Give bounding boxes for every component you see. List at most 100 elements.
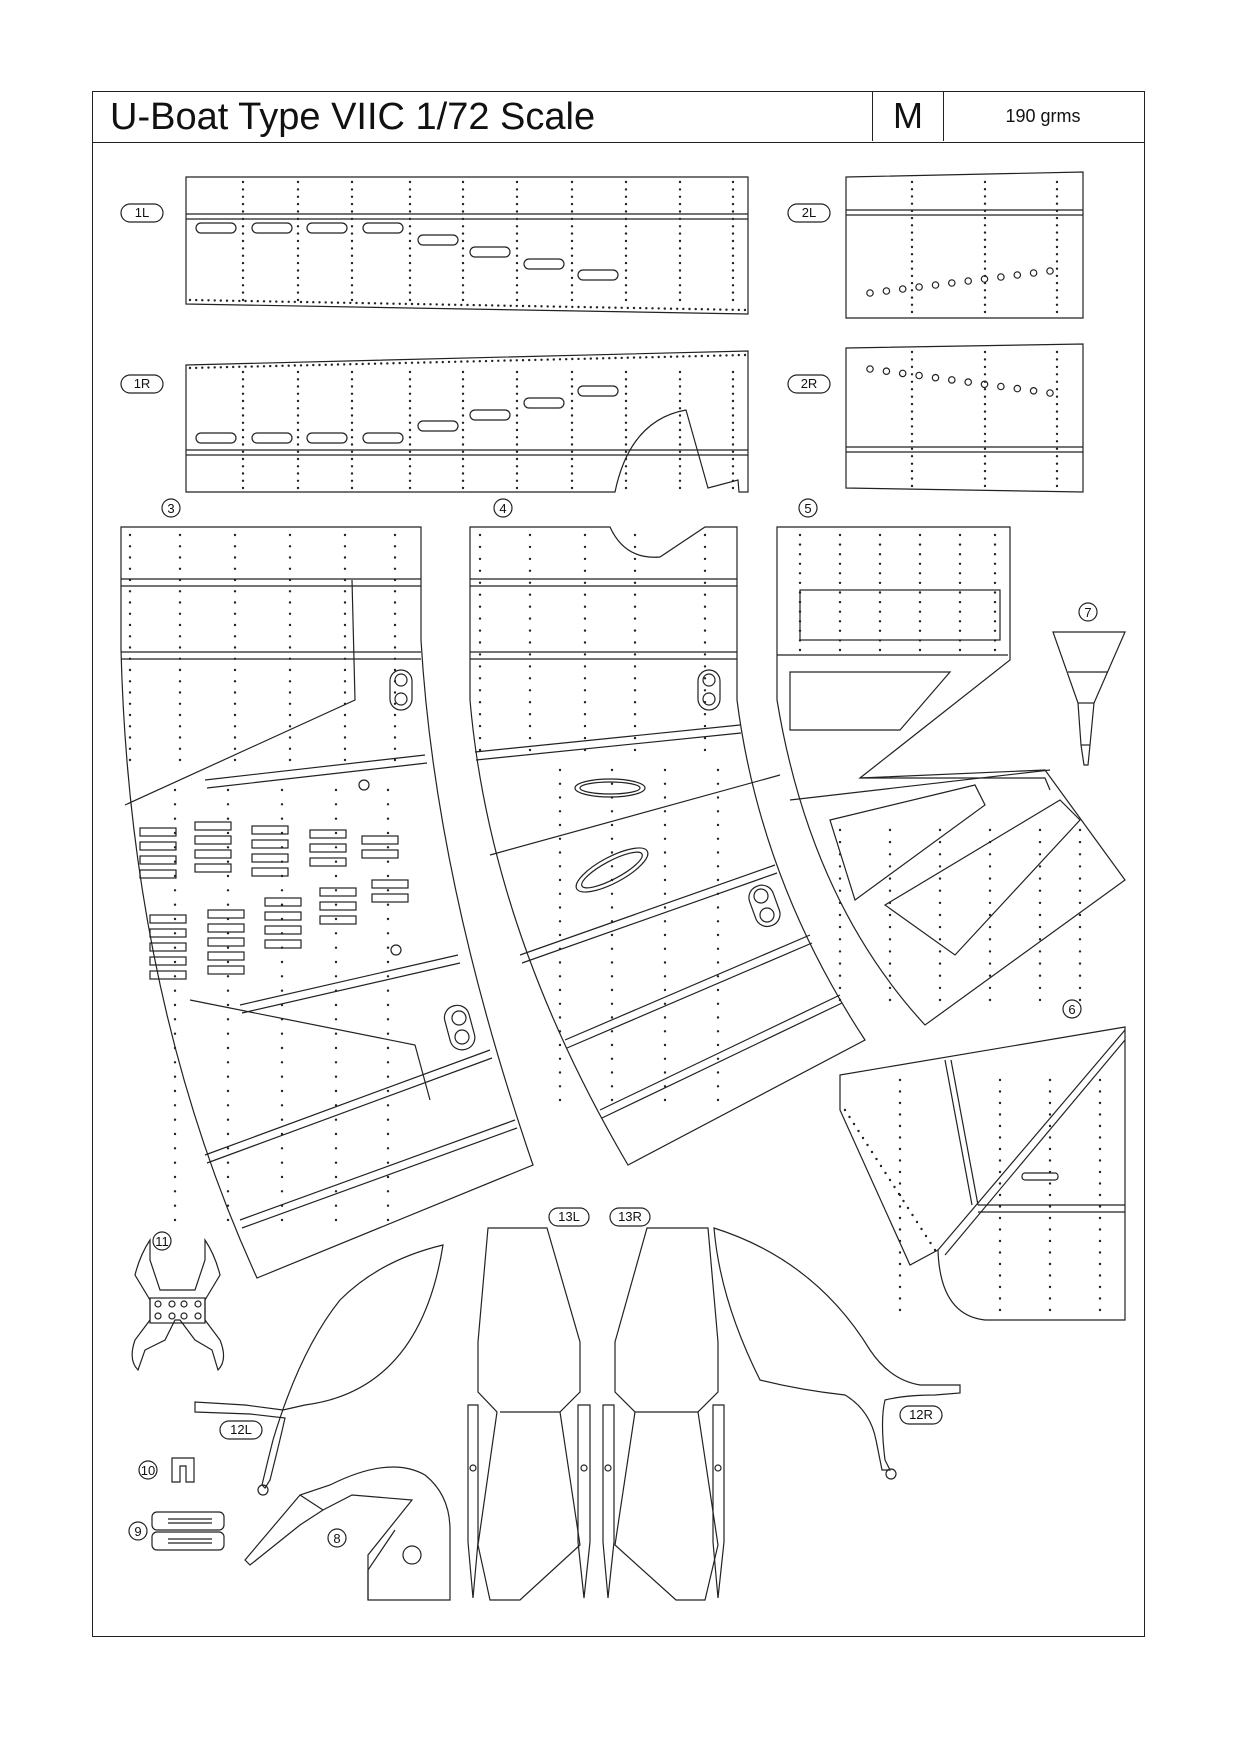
rivet: [393, 533, 397, 537]
rivet: [350, 436, 354, 439]
rivet: [1078, 962, 1082, 965]
rivet: [233, 612, 237, 615]
rivet: [350, 443, 354, 446]
rivet: [350, 202, 354, 206]
rivet: [1048, 1090, 1052, 1093]
rivet: [226, 817, 230, 820]
rivet: [334, 1018, 338, 1021]
rivet: [898, 1078, 902, 1082]
rivet: [350, 450, 354, 453]
rivet: [1078, 901, 1082, 905]
rivet: [296, 188, 300, 191]
rivet: [678, 385, 682, 388]
rivet: [983, 358, 987, 361]
rivet: [393, 702, 397, 705]
label-2L: 2L: [787, 203, 831, 223]
rivet: [386, 1132, 390, 1136]
rivet: [716, 947, 720, 950]
rivet: [610, 865, 614, 868]
part-10: [171, 1457, 195, 1483]
rivet: [461, 385, 465, 388]
rivet: [478, 593, 482, 596]
rivet: [610, 851, 614, 854]
rivet: [558, 1071, 562, 1074]
rivet: [993, 543, 997, 546]
rivet: [571, 305, 574, 309]
rivet: [558, 1002, 562, 1005]
rivet: [570, 284, 574, 287]
rivet: [997, 382, 1005, 391]
rivet: [408, 247, 412, 250]
rivet: [678, 436, 682, 439]
rivet: [910, 477, 914, 480]
rivet: [386, 1190, 390, 1193]
rivet: [610, 892, 614, 895]
rivet: [688, 307, 691, 311]
rivet: [528, 593, 532, 596]
rivet: [1038, 974, 1042, 977]
rivet: [461, 421, 465, 424]
rivet: [233, 702, 237, 705]
rivet: [534, 305, 537, 308]
rivet: [173, 917, 177, 921]
rivet: [392, 302, 395, 305]
rivet: [678, 457, 682, 461]
rivet: [731, 385, 735, 388]
rivet: [280, 1089, 284, 1093]
rivet: [343, 623, 347, 627]
rivet: [663, 933, 667, 937]
rivet: [678, 298, 682, 302]
rivet: [226, 1132, 230, 1136]
rivet: [417, 361, 420, 364]
rivet: [583, 748, 587, 752]
rivet: [233, 545, 237, 548]
rivet: [595, 357, 599, 360]
rivet: [528, 689, 532, 692]
rivet: [173, 788, 177, 792]
rivet: [624, 399, 628, 403]
rivet: [1029, 269, 1038, 277]
rivet: [731, 370, 735, 374]
rivet: [515, 385, 519, 388]
rivet: [1055, 202, 1059, 205]
rivet: [964, 378, 973, 386]
rivet: [233, 668, 237, 672]
rivet: [515, 195, 519, 198]
rivet: [570, 232, 574, 235]
rivet: [241, 195, 245, 198]
svg-text:13R: 13R: [618, 1209, 642, 1224]
rivet: [478, 545, 482, 549]
rivet: [633, 629, 637, 632]
rivet: [910, 202, 914, 205]
rivet: [678, 210, 682, 213]
rivet: [343, 578, 347, 582]
svg-text:1R: 1R: [134, 376, 151, 391]
rivet: [461, 414, 465, 417]
rivet: [898, 1124, 902, 1128]
rivet: [226, 1175, 230, 1179]
rivet: [528, 581, 532, 584]
rivet: [447, 303, 451, 306]
rivet: [570, 399, 574, 403]
rivet: [515, 436, 519, 439]
rivet: [731, 308, 734, 311]
rivet: [461, 239, 465, 243]
rivet: [128, 758, 132, 762]
rivet: [226, 889, 230, 892]
rivet: [558, 796, 562, 799]
rivet: [1098, 1090, 1102, 1093]
rivet: [558, 947, 562, 950]
rivet: [484, 304, 488, 307]
rivet: [558, 1057, 562, 1061]
rivet: [958, 562, 962, 565]
rivet: [838, 828, 842, 832]
rivet: [716, 1071, 720, 1074]
rivet: [558, 933, 562, 937]
rivet: [478, 629, 482, 632]
rivet: [938, 950, 942, 953]
rivet: [288, 646, 292, 649]
rivet: [1078, 889, 1082, 892]
rivet: [367, 362, 370, 365]
rivet: [312, 301, 315, 304]
rivet: [1098, 1205, 1102, 1208]
